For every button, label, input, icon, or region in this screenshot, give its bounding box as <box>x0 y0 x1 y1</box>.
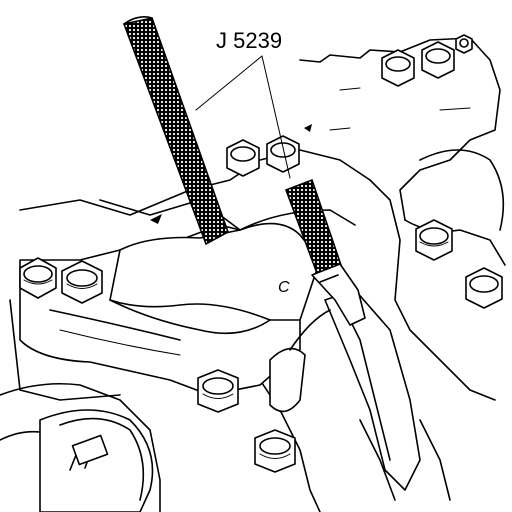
callout-leader <box>195 55 291 179</box>
part-c-label: C <box>278 279 290 296</box>
hex-bolt-icon <box>19 34 503 473</box>
tool-callout-label: J 5239 <box>216 28 282 53</box>
arrow-marker-icon <box>150 124 312 224</box>
file-tool-icon <box>122 16 229 246</box>
crankshaft-seal-housing <box>39 409 154 512</box>
file-tool-icon <box>284 178 366 326</box>
